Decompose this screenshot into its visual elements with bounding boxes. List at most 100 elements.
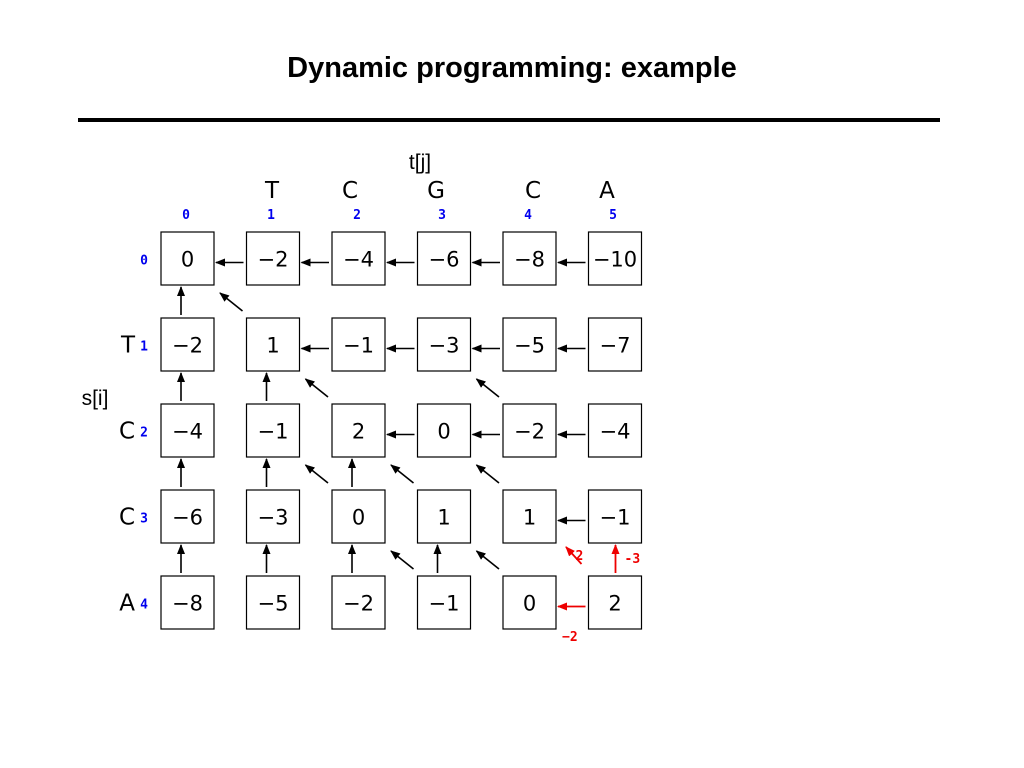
cell-box xyxy=(245,575,301,630)
cell-box xyxy=(245,231,301,286)
t-char: C xyxy=(342,178,358,204)
left-score-label: −2 xyxy=(562,630,578,645)
cell-box xyxy=(331,403,386,458)
matrix-cell: −8 xyxy=(160,575,215,630)
t-char: T xyxy=(264,178,280,204)
matrix-cell: 0 xyxy=(502,575,557,630)
cell-box xyxy=(245,489,301,544)
cell-value: −1 xyxy=(343,334,374,358)
s-char: A xyxy=(119,591,135,617)
cell-value: 1 xyxy=(437,506,450,530)
s-char: T xyxy=(120,333,136,359)
matrix-cell: −10 xyxy=(587,231,643,286)
cell-box xyxy=(587,489,643,544)
title-divider xyxy=(78,118,940,122)
diagonal-arrow xyxy=(304,378,329,398)
cell-box xyxy=(160,403,215,458)
matrix-cell: −2 xyxy=(331,575,386,630)
col-index: 0 xyxy=(182,208,190,223)
cell-value: 1 xyxy=(523,506,536,530)
cell-box xyxy=(331,489,386,544)
matrix-cell: −5 xyxy=(502,317,557,372)
col-index: 2 xyxy=(353,208,361,223)
cell-value: −1 xyxy=(429,592,460,616)
cell-box xyxy=(331,231,386,286)
matrix-cell: 1 xyxy=(502,489,557,544)
cell-box xyxy=(587,403,643,458)
matrix-cell: 2 xyxy=(331,403,386,458)
matrix-cell: −7 xyxy=(587,317,643,372)
cell-box xyxy=(416,317,472,372)
cell-value: −1 xyxy=(600,506,631,530)
slide-title: Dynamic programming: example xyxy=(287,52,737,84)
cell-value: −5 xyxy=(514,334,545,358)
matrix-cell: 0 xyxy=(160,231,215,286)
matrix-cell: −1 xyxy=(331,317,386,372)
row-index: 3 xyxy=(140,512,148,527)
cell-box xyxy=(160,575,215,630)
cell-box xyxy=(416,575,472,630)
s-label: s[i] xyxy=(82,387,109,410)
t-char: C xyxy=(525,178,541,204)
matrix-cell: 2 xyxy=(587,575,643,630)
matrix-cell: 1 xyxy=(416,489,472,544)
col-index: 5 xyxy=(609,208,617,223)
col-index: 1 xyxy=(267,208,275,223)
matrix-cell: −2 xyxy=(502,403,557,458)
cell-box xyxy=(160,231,215,286)
cell-box xyxy=(416,231,472,286)
matrix-cell: −1 xyxy=(245,403,301,458)
up-score-label: -3 xyxy=(625,552,641,567)
matrix-cell: −4 xyxy=(331,231,386,286)
cell-box xyxy=(587,231,643,286)
cell-box xyxy=(502,403,557,458)
row-index: 1 xyxy=(140,340,148,355)
row-index: 4 xyxy=(140,598,148,613)
cell-value: −8 xyxy=(514,248,545,272)
matrix-cell: 1 xyxy=(245,317,301,372)
cell-box xyxy=(502,231,557,286)
cell-box xyxy=(245,317,301,372)
cell-box xyxy=(416,489,472,544)
cell-box xyxy=(245,403,301,458)
cell-value: 0 xyxy=(352,506,365,530)
red-diagonal-arrow xyxy=(565,546,583,565)
cell-box xyxy=(160,489,215,544)
col-index: 4 xyxy=(524,208,532,223)
cell-value: 2 xyxy=(608,592,621,616)
t-char: A xyxy=(599,178,615,204)
matrix-cell: 0 xyxy=(331,489,386,544)
s-char: C xyxy=(119,505,135,531)
col-index: 3 xyxy=(438,208,446,223)
matrix-cell: −1 xyxy=(587,489,643,544)
cell-value: −2 xyxy=(514,420,545,444)
cell-value: −7 xyxy=(600,334,631,358)
diagonal-arrow xyxy=(390,550,414,570)
cell-box xyxy=(416,403,472,458)
cell-value: 0 xyxy=(523,592,536,616)
cell-value: −6 xyxy=(429,248,460,272)
cell-value: −1 xyxy=(258,420,289,444)
matrix-cell: −4 xyxy=(587,403,643,458)
matrix-cell: −5 xyxy=(245,575,301,630)
cell-box xyxy=(587,575,643,630)
matrix-cell: −2 xyxy=(160,317,215,372)
cell-box xyxy=(331,317,386,372)
matrix-cell: −6 xyxy=(416,231,472,286)
t-char: G xyxy=(427,178,445,204)
diagonal-arrow xyxy=(390,464,414,484)
cell-value: 1 xyxy=(266,334,279,358)
cell-box xyxy=(331,575,386,630)
cell-value: −2 xyxy=(258,248,289,272)
matrix-cell: −2 xyxy=(245,231,301,286)
cell-value: −4 xyxy=(172,420,203,444)
diag-score-label: 2 xyxy=(576,549,584,564)
row-index: 0 xyxy=(140,254,148,269)
cell-value: −2 xyxy=(172,334,203,358)
cell-value: 0 xyxy=(181,248,194,272)
cell-value: 0 xyxy=(437,420,450,444)
matrix-cell: −8 xyxy=(502,231,557,286)
diagonal-arrow xyxy=(219,292,243,312)
cell-value: −3 xyxy=(429,334,460,358)
